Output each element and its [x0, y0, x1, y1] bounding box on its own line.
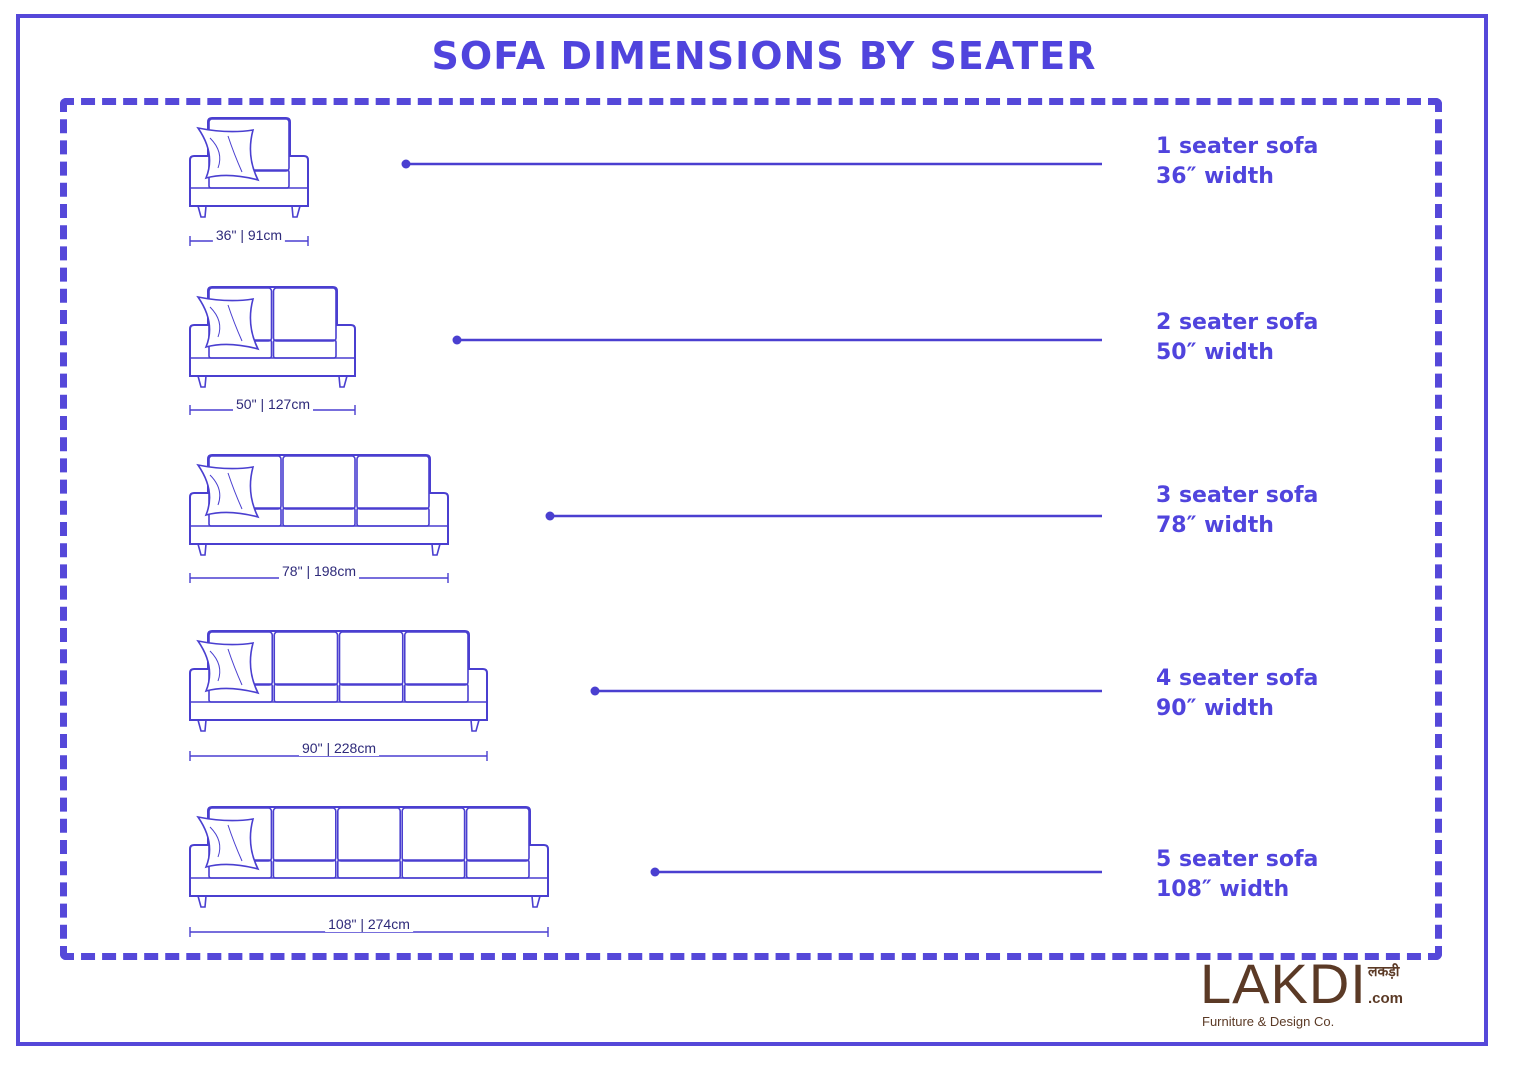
sofa-width: 50″ width: [1156, 340, 1274, 365]
leader-dot: [545, 511, 555, 521]
sofa-name: 4 seater sofa: [1156, 666, 1319, 691]
sofa-leg: [197, 543, 207, 556]
dimension-label-3: 78" | 198cm: [279, 563, 359, 579]
page-title: SOFA DIMENSIONS BY SEATER: [431, 34, 1097, 78]
leader-dot: [650, 867, 660, 877]
sofa-width: 78″ width: [1156, 513, 1274, 538]
back-cushion: [338, 631, 404, 686]
sofa-leg: [197, 205, 207, 218]
seat-cushion: [272, 339, 337, 359]
dashed-border: [60, 98, 1442, 960]
lakdi-logo: LAKDI लकड़ी .com Furniture & Design Co.: [1200, 952, 1430, 1032]
back-cushion: [356, 455, 430, 510]
leader-dot: [401, 159, 411, 169]
sofa-leg: [197, 719, 207, 732]
sofa-label-1: 1 seater sofa 36″ width: [1156, 132, 1318, 192]
sofa-label-3: 3 seater sofa 78″ width: [1156, 481, 1318, 541]
dimension-label-5: 108" | 274cm: [325, 916, 413, 932]
sofa-width: 36″ width: [1156, 164, 1274, 189]
sofa-outline: [189, 117, 309, 207]
sofa-leg: [291, 205, 301, 218]
pillow-fold: [209, 824, 243, 862]
seat-cushion: [272, 859, 337, 879]
seat-cushion: [338, 683, 404, 703]
sofa-label-4: 4 seater sofa 90″ width: [1156, 664, 1318, 724]
back-cushion: [336, 807, 401, 862]
sofa-outline: [189, 806, 549, 897]
seat-cushion: [401, 859, 466, 879]
sofa-outline: [189, 630, 488, 721]
sofa-name: 1 seater sofa: [1156, 134, 1319, 159]
pillow-fold: [209, 472, 243, 510]
back-cushion: [273, 631, 339, 686]
sofa-label-5: 5 seater sofa 108″ width: [1156, 845, 1318, 905]
sofa-leg: [470, 719, 480, 732]
sofa-outline: [189, 286, 356, 377]
back-cushion: [282, 455, 356, 510]
sofa-label-2: 2 seater sofa 50″ width: [1156, 308, 1318, 368]
logo-dotcom: .com: [1368, 990, 1404, 1007]
leader-dot: [590, 686, 600, 696]
outer-frame: [16, 14, 1488, 1046]
back-cushion: [272, 807, 337, 862]
dimension-label-4: 90" | 228cm: [299, 740, 379, 756]
pillow-fold: [209, 648, 243, 686]
dimension-label-2: 50" | 127cm: [233, 396, 313, 412]
sofa-leg: [338, 375, 348, 388]
sofa-name: 2 seater sofa: [1156, 310, 1319, 335]
back-cushion: [401, 807, 466, 862]
pillow-fold: [209, 135, 243, 173]
logo-wordmark: LAKDI: [1200, 952, 1367, 1015]
sofa-name: 3 seater sofa: [1156, 483, 1319, 508]
sofa-outline: [189, 454, 449, 545]
back-cushion: [272, 287, 337, 342]
seat-cushion: [273, 683, 339, 703]
sofa-leg: [431, 543, 441, 556]
seat-cushion: [356, 507, 430, 527]
seat-cushion: [336, 859, 401, 879]
pillow-fold: [209, 304, 243, 342]
leader-dot: [452, 335, 462, 345]
dimension-label-1: 36" | 91cm: [212, 227, 286, 243]
back-cushion: [465, 807, 530, 862]
sofa-width: 90″ width: [1156, 696, 1274, 721]
sofa-leg: [197, 375, 207, 388]
sofa-name: 5 seater sofa: [1156, 847, 1319, 872]
logo-tagline: Furniture & Design Co.: [1202, 1014, 1335, 1029]
sofa-leg: [197, 895, 207, 908]
back-cushion: [403, 631, 469, 686]
seat-cushion: [465, 859, 530, 879]
seat-cushion: [282, 507, 356, 527]
sofa-width: 108″ width: [1156, 877, 1290, 902]
seat-cushion: [403, 683, 469, 703]
logo-hindi-text: लकड़ी: [1368, 963, 1400, 979]
sofa-leg: [531, 895, 541, 908]
